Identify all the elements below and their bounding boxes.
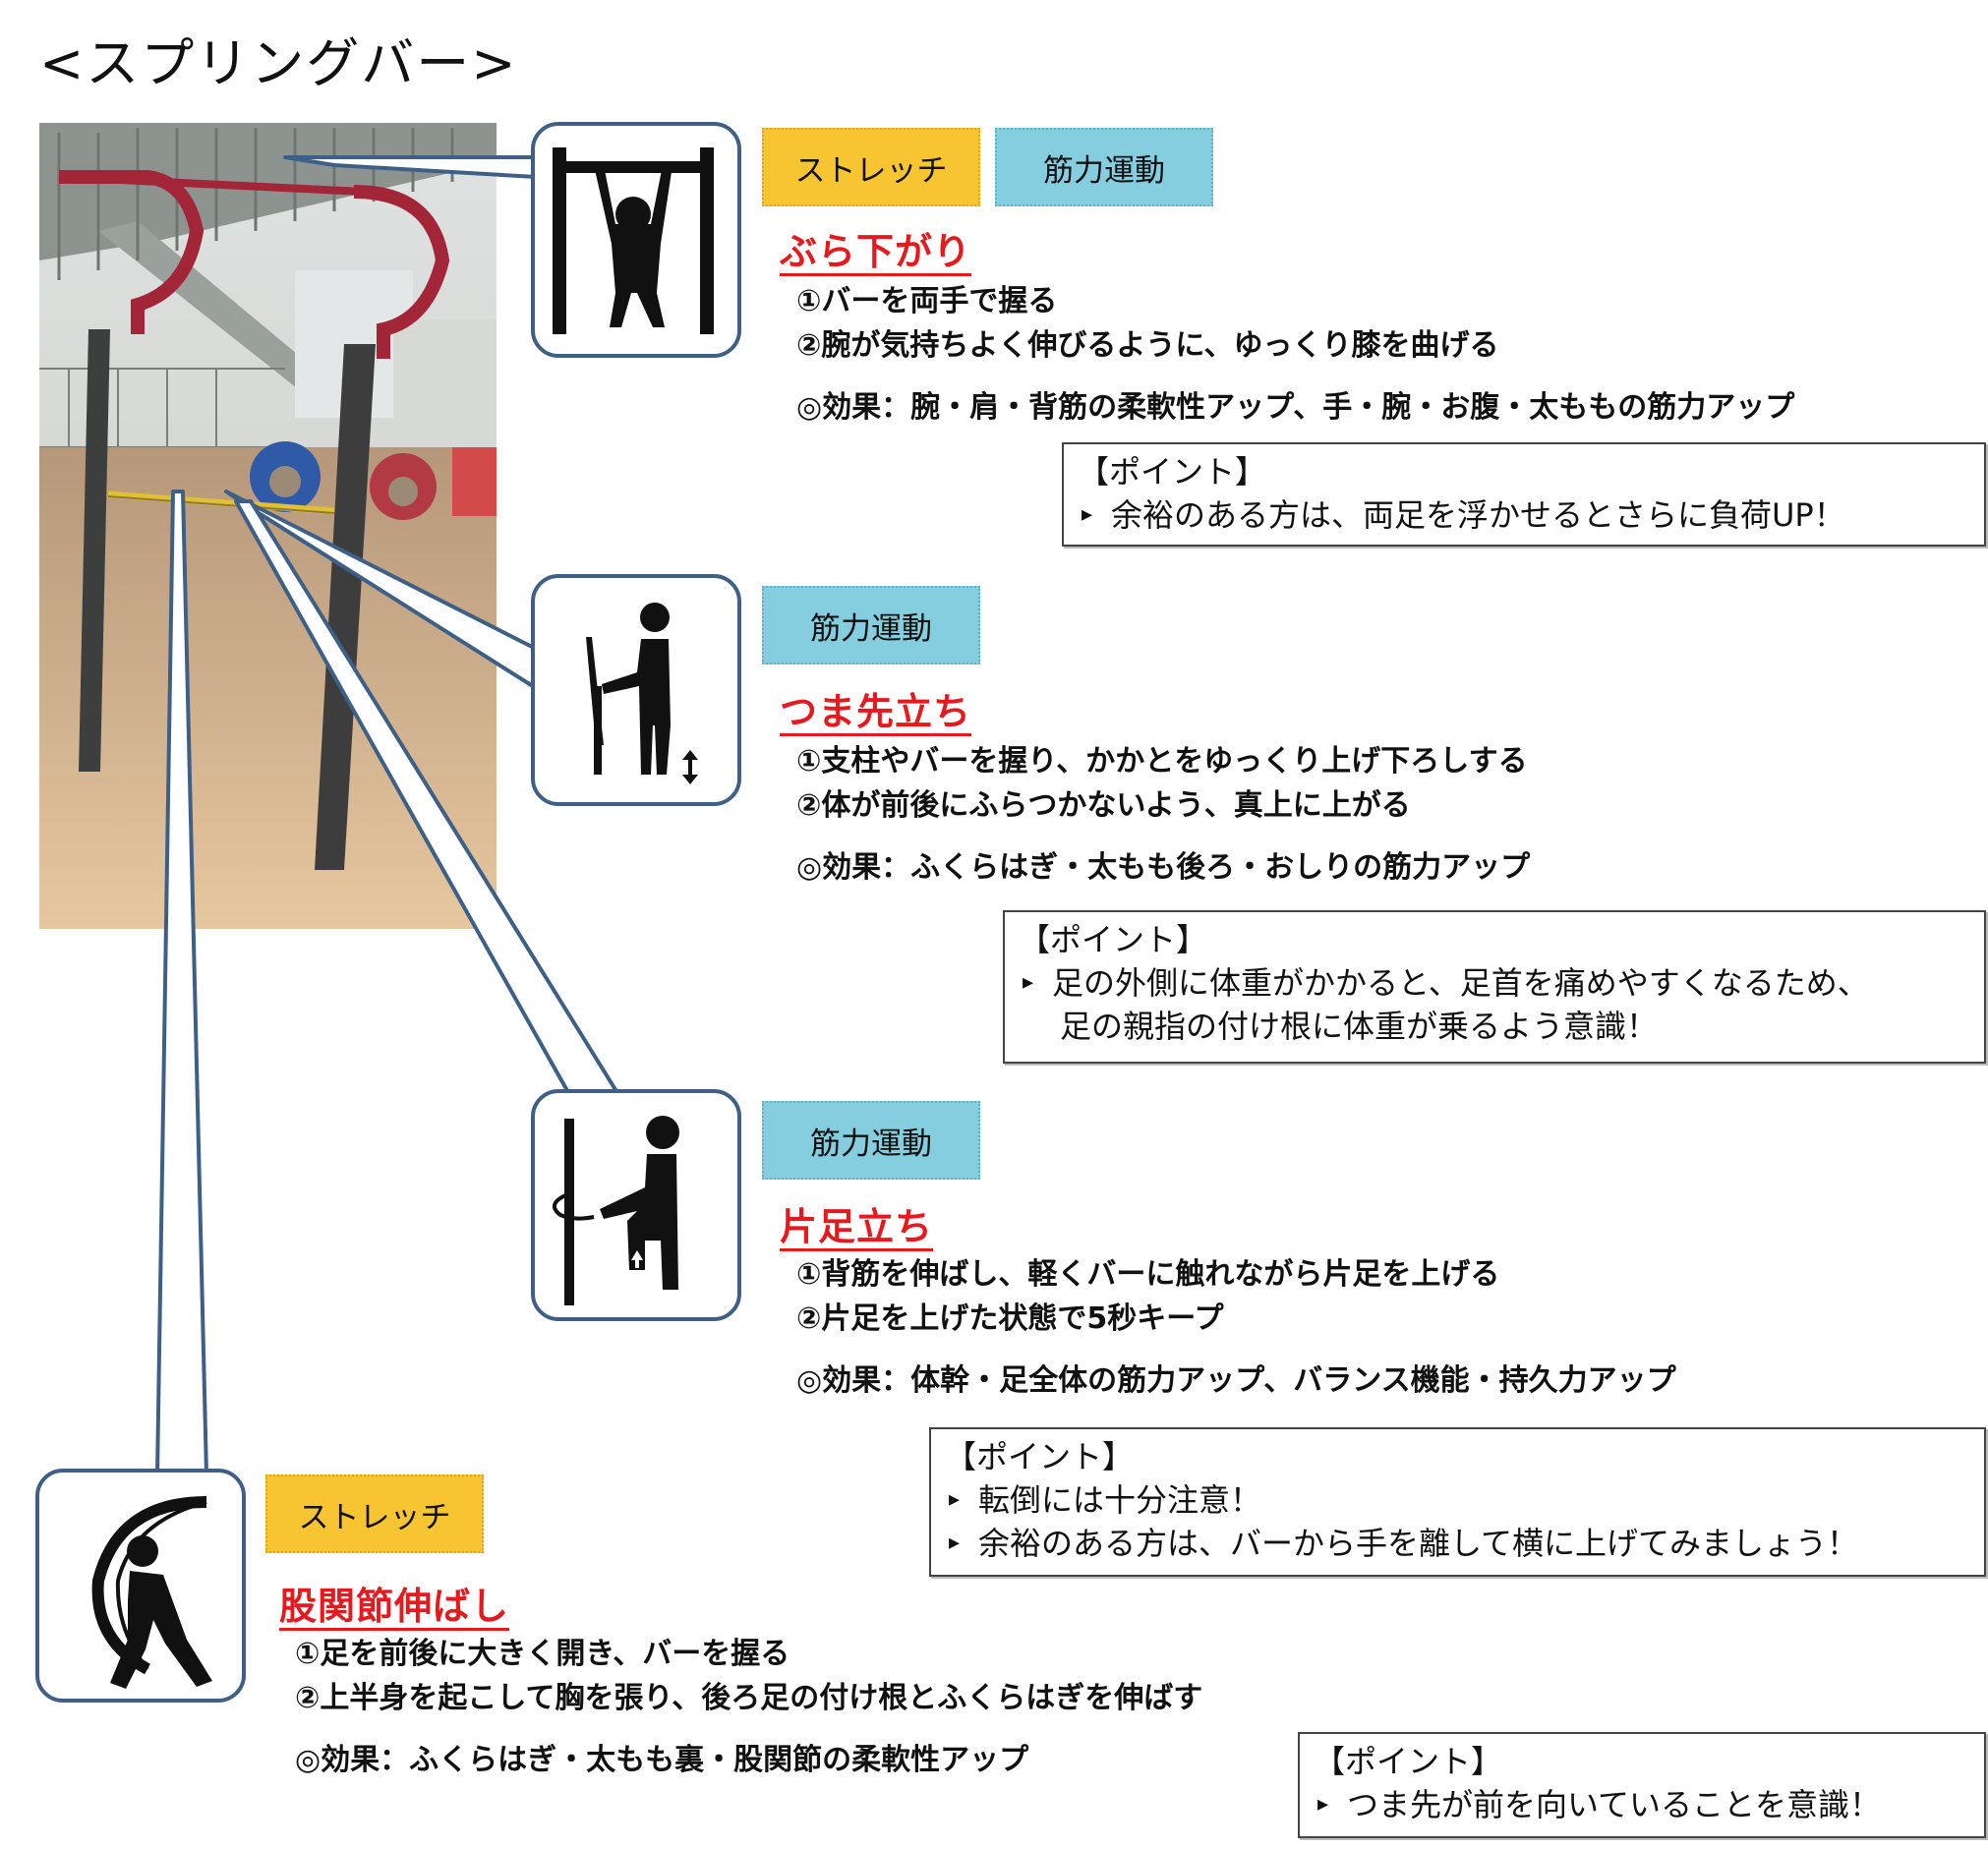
bullet-icon: ▸ bbox=[1023, 970, 1034, 995]
point-item: ▸ 足の外側に体重がかかると、足首を痛めやすくなるため、 bbox=[1019, 961, 1970, 1005]
exercise-4-effect: ◎効果：ふくらはぎ・太もも裏・股関節の柔軟性アップ bbox=[295, 1743, 1029, 1777]
page-title: <スプリングバー> bbox=[39, 32, 518, 94]
spring-bar-photo bbox=[39, 123, 497, 929]
exercise-2-point-box: 【ポイント】 ▸ 足の外側に体重がかかると、足首を痛めやすくなるため、 足の親指の… bbox=[1003, 910, 1986, 1064]
exercise-3-title: 片足立ち bbox=[780, 1205, 934, 1251]
hip-stretch-person-icon bbox=[91, 1496, 212, 1689]
point-heading: 【ポイント】 bbox=[945, 1438, 1135, 1475]
exercise-2-title: つま先立ち bbox=[780, 690, 972, 736]
exercise-4-point-box: 【ポイント】 ▸ つま先が前を向いていることを意識！ bbox=[1298, 1732, 1986, 1838]
exercise-1-step-2: ②腕が気持ちよく伸びるように、ゆっくり膝を曲げる bbox=[796, 328, 1499, 363]
exercise-1-step-1: ①バーを両手で握る bbox=[796, 284, 1058, 318]
point-text: 転倒には十分注意！ bbox=[978, 1481, 1262, 1519]
exercise-2-step-1: ①支柱やバーを握り、かかとをゆっくり上げ下ろしする bbox=[796, 744, 1528, 779]
point-continuation: 足の親指の付け根に体重が乗るよう意識！ bbox=[1060, 1008, 1659, 1045]
exercise-1-tag-stretch: ストレッチ bbox=[762, 128, 980, 206]
point-text: つま先が前を向いていることを意識！ bbox=[1347, 1786, 1882, 1823]
point-heading: 【ポイント】 bbox=[1078, 453, 1267, 491]
point-item: ▸ 転倒には十分注意！ bbox=[945, 1478, 1970, 1522]
exercise-2-step-2: ②体が前後にふらつかないよう、真上に上がる bbox=[796, 788, 1411, 823]
exercise-1-tag-strength: 筋力運動 bbox=[995, 128, 1213, 206]
exercise-1-icon-box bbox=[531, 122, 741, 358]
exercise-3-effect: ◎効果：体幹・足全体の筋力アップ、バランス機能・持久力アップ bbox=[796, 1363, 1676, 1398]
point-heading: 【ポイント】 bbox=[1019, 921, 1208, 958]
exercise-3-tag-strength: 筋力運動 bbox=[762, 1101, 980, 1180]
one-leg-stand-person-icon bbox=[552, 1116, 679, 1305]
exercise-4-tag-stretch: ストレッチ bbox=[265, 1474, 484, 1553]
bullet-icon: ▸ bbox=[949, 1487, 961, 1512]
exercise-3-point-box: 【ポイント】 ▸ 転倒には十分注意！ ▸ 余裕のある方は、バーから手を離して横に上げ… bbox=[929, 1427, 1986, 1577]
point-text: 余裕のある方は、両足を浮かせるとさらに負荷UP！ bbox=[1111, 496, 1845, 534]
point-heading: 【ポイント】 bbox=[1314, 1743, 1503, 1780]
hanging-person-icon bbox=[553, 147, 714, 334]
exercise-4-title: 股関節伸ばし bbox=[279, 1585, 510, 1631]
bullet-icon: ▸ bbox=[1082, 502, 1093, 527]
exercise-3-step-1: ①背筋を伸ばし、軽くバーに触れながら片足を上げる bbox=[796, 1257, 1500, 1292]
point-text: 余裕のある方は、バーから手を離して横に上げてみましょう！ bbox=[978, 1525, 1859, 1562]
bullet-icon: ▸ bbox=[1317, 1792, 1329, 1817]
exercise-4-step-1: ①足を前後に大きく開き、バーを握る bbox=[295, 1637, 790, 1671]
tiptoe-person-icon bbox=[586, 603, 698, 784]
point-text: 足の外側に体重がかかると、足首を痛めやすくなるため、 bbox=[1052, 964, 1869, 1002]
exercise-1-title: ぶら下がり bbox=[780, 230, 972, 276]
exercise-1-effect: ◎効果：腕・肩・背筋の柔軟性アップ、手・腕・お腹・太ももの筋力アップ bbox=[796, 390, 1795, 425]
exercise-2-effect: ◎効果：ふくらはぎ・太もも後ろ・おしりの筋力アップ bbox=[796, 850, 1531, 885]
exercise-3-step-2: ②片足を上げた状態で5秒キープ bbox=[796, 1301, 1224, 1336]
bullet-icon: ▸ bbox=[949, 1531, 961, 1555]
exercise-4-icon-box bbox=[35, 1469, 246, 1703]
point-item: ▸ つま先が前を向いていることを意識！ bbox=[1314, 1783, 1970, 1826]
exercise-3-icon-box bbox=[531, 1089, 741, 1321]
exercise-1-point-box: 【ポイント】 ▸ 余裕のある方は、両足を浮かせるとさらに負荷UP！ bbox=[1062, 442, 1986, 547]
exercise-2-tag-strength: 筋力運動 bbox=[762, 586, 980, 664]
exercise-4-step-2: ②上半身を起こして胸を張り、後ろ足の付け根とふくらはぎを伸ばす bbox=[295, 1681, 1203, 1715]
point-item: ▸ 余裕のある方は、バーから手を離して横に上げてみましょう！ bbox=[945, 1522, 1970, 1565]
exercise-2-icon-box bbox=[531, 574, 741, 806]
point-item: ▸ 余裕のある方は、両足を浮かせるとさらに負荷UP！ bbox=[1078, 493, 1970, 537]
